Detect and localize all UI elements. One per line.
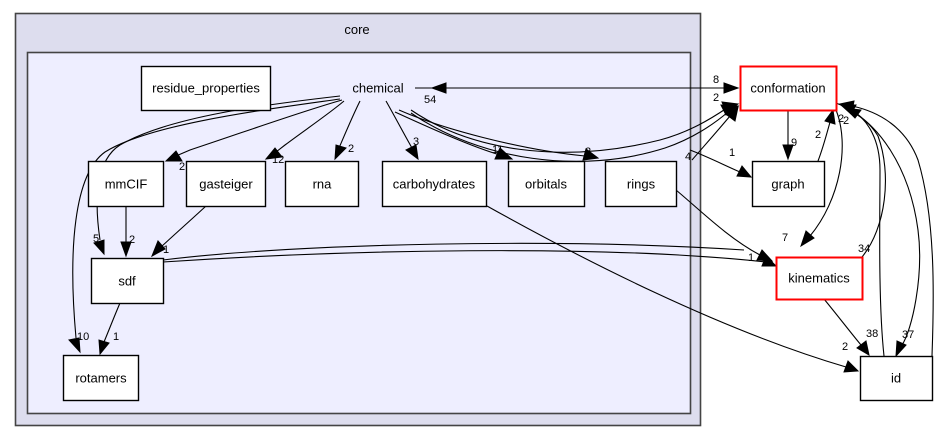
edge-label: 2 bbox=[843, 115, 849, 127]
edge-sdf-rotamers: 1 bbox=[98, 302, 121, 356]
node-conformation[interactable]: conformation bbox=[739, 65, 838, 112]
node-label: kinematics bbox=[788, 270, 850, 285]
node-label: graph bbox=[771, 176, 804, 191]
edge-chemical-conformation-8: 8 bbox=[415, 74, 740, 94]
edge-orbitals-conformation: 4 bbox=[685, 105, 739, 163]
node-label: chemical bbox=[352, 80, 403, 95]
node-label: rotamers bbox=[75, 370, 127, 385]
edge-chemical-rings: 2 bbox=[398, 109, 600, 161]
edge-graph-conformation: 2 bbox=[815, 108, 836, 162]
edge-long-crossing bbox=[162, 250, 778, 267]
node-label: rna bbox=[313, 176, 333, 191]
edge-id-conformation-37: 37 bbox=[838, 100, 934, 357]
edge-label: 3 bbox=[413, 136, 419, 148]
edge-label: 2 bbox=[713, 92, 719, 104]
node-label: gasteiger bbox=[199, 176, 253, 191]
edge-label: 1 bbox=[748, 252, 754, 264]
node-gasteiger[interactable]: gasteiger bbox=[185, 160, 267, 208]
node-rotamers[interactable]: rotamers bbox=[62, 354, 140, 402]
edge-chemical-mmCIF: 2 bbox=[164, 99, 343, 173]
edge-sdf-incoming-long bbox=[162, 242, 745, 261]
edge-conformation-graph: 9 bbox=[782, 110, 797, 161]
node-mmCIF[interactable]: mmCIF bbox=[87, 160, 165, 208]
node-rings[interactable]: rings bbox=[604, 160, 678, 208]
node-chemical[interactable]: chemical bbox=[352, 80, 403, 95]
edge-label: 7 bbox=[782, 232, 788, 244]
edge-label: 10 bbox=[77, 331, 89, 343]
edge-label: 37 bbox=[902, 329, 914, 341]
node-orbitals[interactable]: orbitals bbox=[507, 160, 586, 208]
edge-carbohydrates-graph: 1 bbox=[689, 147, 753, 178]
edge-mmCIF-sdf: 2 bbox=[120, 206, 135, 258]
edge-label: 2 bbox=[815, 129, 821, 141]
node-label: rings bbox=[627, 176, 656, 191]
node-rna[interactable]: rna bbox=[284, 160, 360, 208]
edge-label: 1 bbox=[163, 244, 169, 256]
edge-label: 12 bbox=[272, 154, 284, 166]
nodes-layer: residue_properties chemical mmCIF gastei… bbox=[62, 65, 934, 402]
edge-label: 2 bbox=[842, 341, 848, 353]
edge-chemical-carbohydrates: 3 bbox=[385, 100, 419, 161]
node-label: mmCIF bbox=[105, 176, 148, 191]
edge-carbohydrates-id: 2 bbox=[486, 205, 860, 373]
edge-kinematics-id: 38 bbox=[823, 298, 878, 357]
edge-label: 38 bbox=[866, 328, 878, 340]
node-label: id bbox=[891, 370, 901, 385]
edge-label: 11 bbox=[492, 144, 503, 156]
node-sdf[interactable]: sdf bbox=[90, 257, 165, 305]
edge-gasteiger-sdf: 1 bbox=[151, 205, 207, 258]
edge-label: 8 bbox=[713, 74, 719, 86]
edge-chemical-gasteiger: 12 bbox=[264, 100, 345, 166]
edge-chemical-orbitals: 11 bbox=[394, 111, 514, 160]
edge-label: 2 bbox=[179, 161, 185, 173]
cluster-core-label: core bbox=[344, 22, 369, 37]
node-label: conformation bbox=[750, 80, 825, 95]
node-label: residue_properties bbox=[152, 80, 260, 95]
edge-label: 34 bbox=[858, 243, 870, 255]
edge-label: 5 bbox=[93, 233, 99, 245]
node-label: sdf bbox=[118, 273, 136, 288]
node-label: carbohydrates bbox=[393, 176, 476, 191]
edge-label: 9 bbox=[791, 137, 797, 149]
edge-label: 54 bbox=[424, 94, 436, 106]
edges-layer: 54 8 2 2 bbox=[68, 74, 934, 373]
edge-id-conformation-2: 2 bbox=[839, 104, 885, 357]
node-kinematics[interactable]: kinematics bbox=[775, 256, 864, 301]
edge-conformation-kinematics: 7 bbox=[782, 109, 843, 248]
node-residue_properties[interactable]: residue_properties bbox=[140, 65, 272, 112]
edge-label: 1 bbox=[729, 147, 735, 159]
node-carbohydrates[interactable]: carbohydrates bbox=[381, 160, 488, 208]
node-graph[interactable]: graph bbox=[751, 160, 826, 208]
edge-label: 2 bbox=[129, 234, 135, 246]
edge-label: 2 bbox=[348, 143, 354, 155]
edge-label: 2 bbox=[838, 113, 844, 125]
edge-chemical-conformation-2: 2 bbox=[410, 92, 740, 162]
edge-label: 4 bbox=[685, 151, 691, 163]
node-id[interactable]: id bbox=[859, 355, 934, 402]
edge-label: 1 bbox=[113, 331, 119, 343]
edge-label: 2 bbox=[585, 146, 591, 158]
cluster-chemical bbox=[26, 51, 692, 415]
edge-chemical-rna: 2 bbox=[334, 100, 361, 161]
node-label: orbitals bbox=[525, 176, 567, 191]
